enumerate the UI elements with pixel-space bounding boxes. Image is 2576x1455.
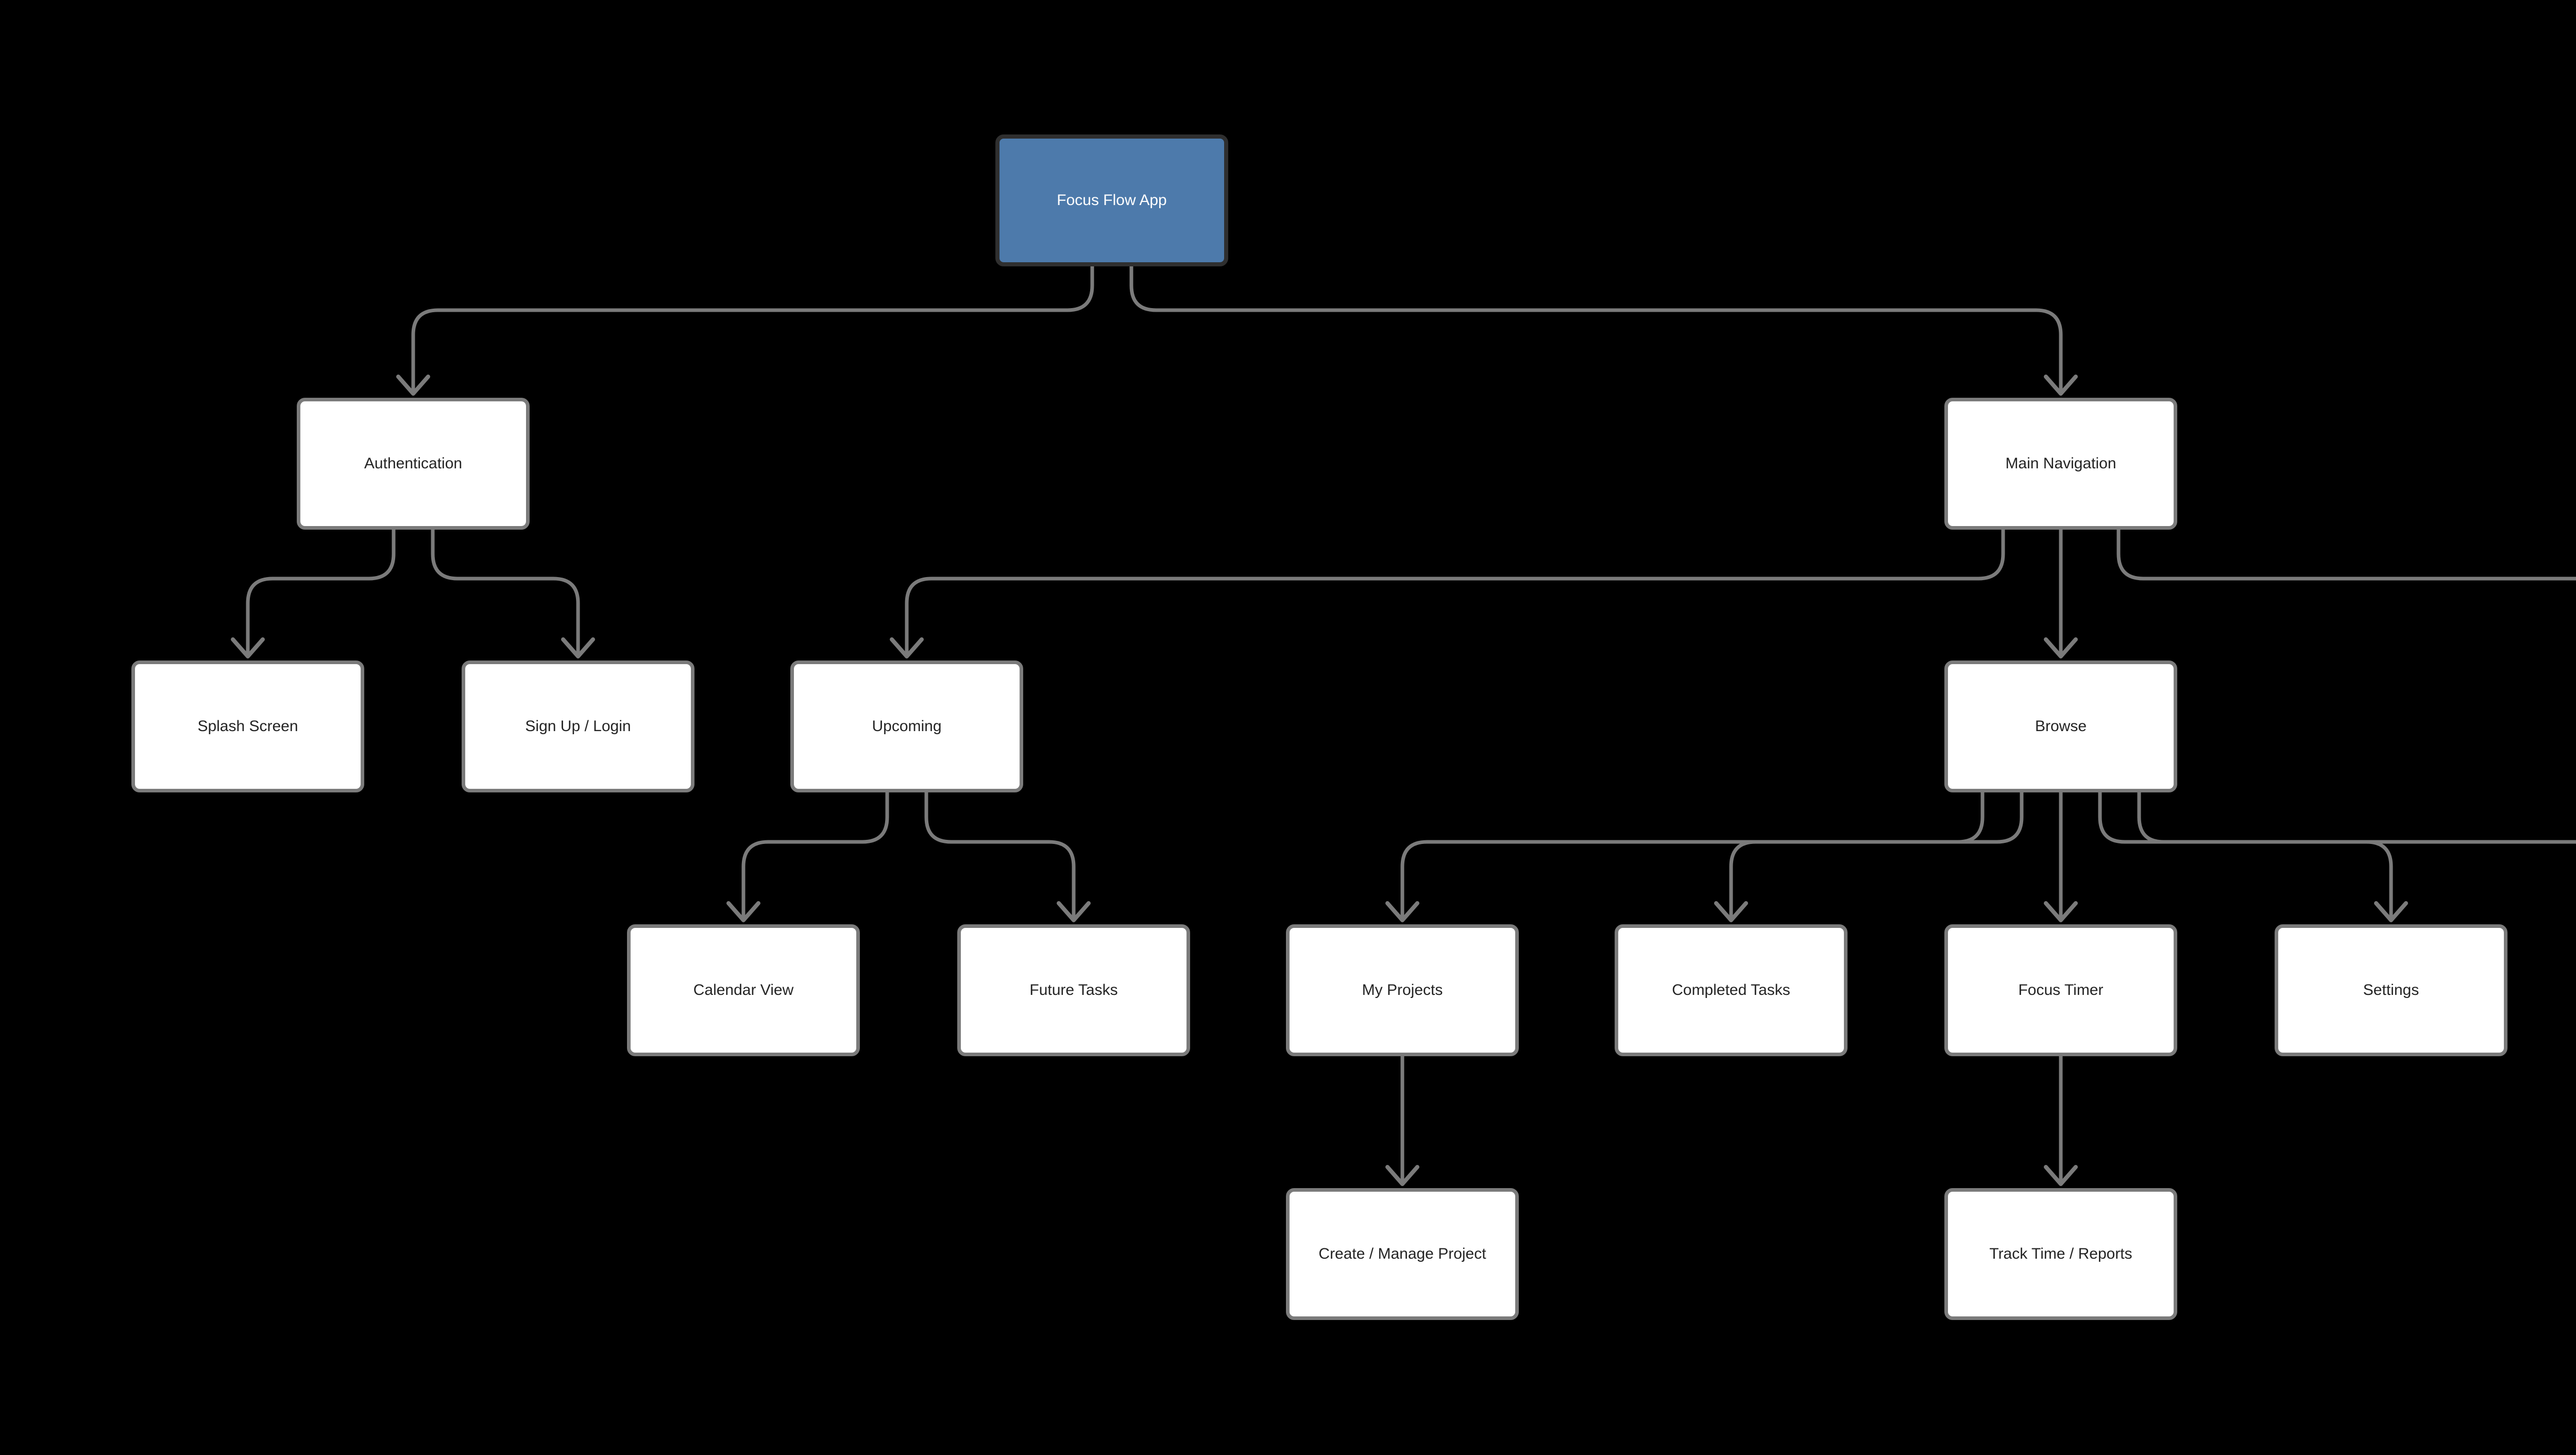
arrowhead-icon bbox=[2044, 901, 2078, 922]
connector-upcoming-to-calendar_view bbox=[741, 792, 889, 919]
node-future-tasks[interactable]: Future Tasks bbox=[957, 924, 1190, 1056]
node-focus-flow-app[interactable]: Focus Flow App bbox=[995, 134, 1228, 266]
connector-authentication-to-splash_screen bbox=[246, 530, 396, 655]
arrowhead-icon bbox=[1714, 901, 1748, 922]
node-browse[interactable]: Browse bbox=[1944, 661, 2177, 792]
connector-focus_flow_app-to-main_navigation bbox=[1129, 266, 2063, 393]
connector-browse-to-completed_tasks bbox=[1729, 792, 2024, 919]
arrowhead-icon bbox=[2044, 637, 2078, 658]
arrowhead-icon bbox=[231, 637, 265, 658]
node-label: Authentication bbox=[364, 454, 463, 472]
node-label: Sign Up / Login bbox=[525, 717, 631, 735]
arrowhead-icon bbox=[890, 637, 924, 658]
node-track-time-reports[interactable]: Track Time / Reports bbox=[1944, 1188, 2177, 1320]
node-label: Completed Tasks bbox=[1672, 981, 1790, 999]
arrowhead-icon bbox=[2044, 1165, 2078, 1186]
connector-focus_flow_app-to-authentication bbox=[411, 266, 1094, 393]
arrowhead-icon bbox=[726, 901, 760, 922]
node-label: Calendar View bbox=[693, 981, 794, 999]
arrowhead-icon bbox=[1057, 901, 1091, 922]
node-label: Splash Screen bbox=[197, 717, 298, 735]
node-label: My Projects bbox=[1362, 981, 1443, 999]
node-label: Focus Timer bbox=[2018, 981, 2104, 999]
connector-browse-to-my_projects bbox=[1400, 792, 1985, 919]
node-label: Track Time / Reports bbox=[1989, 1245, 2132, 1262]
node-authentication[interactable]: Authentication bbox=[297, 398, 530, 530]
node-label: Create / Manage Project bbox=[1318, 1245, 1486, 1262]
arrowhead-icon bbox=[2374, 901, 2408, 922]
node-label: Focus Flow App bbox=[1057, 191, 1167, 209]
node-create-manage-project[interactable]: Create / Manage Project bbox=[1286, 1188, 1519, 1320]
connector-upcoming-to-future_tasks bbox=[924, 792, 1076, 919]
node-settings[interactable]: Settings bbox=[2275, 924, 2507, 1056]
node-completed-tasks[interactable]: Completed Tasks bbox=[1615, 924, 1848, 1056]
node-label: Browse bbox=[2035, 717, 2087, 735]
connector-main_navigation-to-today bbox=[2116, 530, 2576, 581]
node-label: Main Navigation bbox=[2005, 454, 2116, 472]
connector-browse-to-settings bbox=[2098, 792, 2393, 919]
arrowhead-icon bbox=[396, 375, 430, 396]
arrowhead-icon bbox=[1385, 1165, 1419, 1186]
connector-authentication-to-sign_up_login bbox=[431, 530, 580, 655]
node-label: Settings bbox=[2363, 981, 2419, 999]
node-my-projects[interactable]: My Projects bbox=[1286, 924, 1519, 1056]
node-main-navigation[interactable]: Main Navigation bbox=[1944, 398, 2177, 530]
node-splash-screen[interactable]: Splash Screen bbox=[131, 661, 364, 792]
node-calendar-view[interactable]: Calendar View bbox=[627, 924, 860, 1056]
arrowhead-icon bbox=[561, 637, 595, 658]
connector-main_navigation-to-upcoming bbox=[905, 530, 2005, 655]
node-focus-timer[interactable]: Focus Timer bbox=[1944, 924, 2177, 1056]
node-sign-up-login[interactable]: Sign Up / Login bbox=[462, 661, 694, 792]
arrowhead-icon bbox=[2044, 375, 2078, 396]
arrowhead-icon bbox=[1385, 901, 1419, 922]
connector-browse-to-categories bbox=[2137, 792, 2576, 844]
node-label: Upcoming bbox=[872, 717, 942, 735]
node-label: Future Tasks bbox=[1029, 981, 1118, 999]
node-upcoming[interactable]: Upcoming bbox=[790, 661, 1023, 792]
